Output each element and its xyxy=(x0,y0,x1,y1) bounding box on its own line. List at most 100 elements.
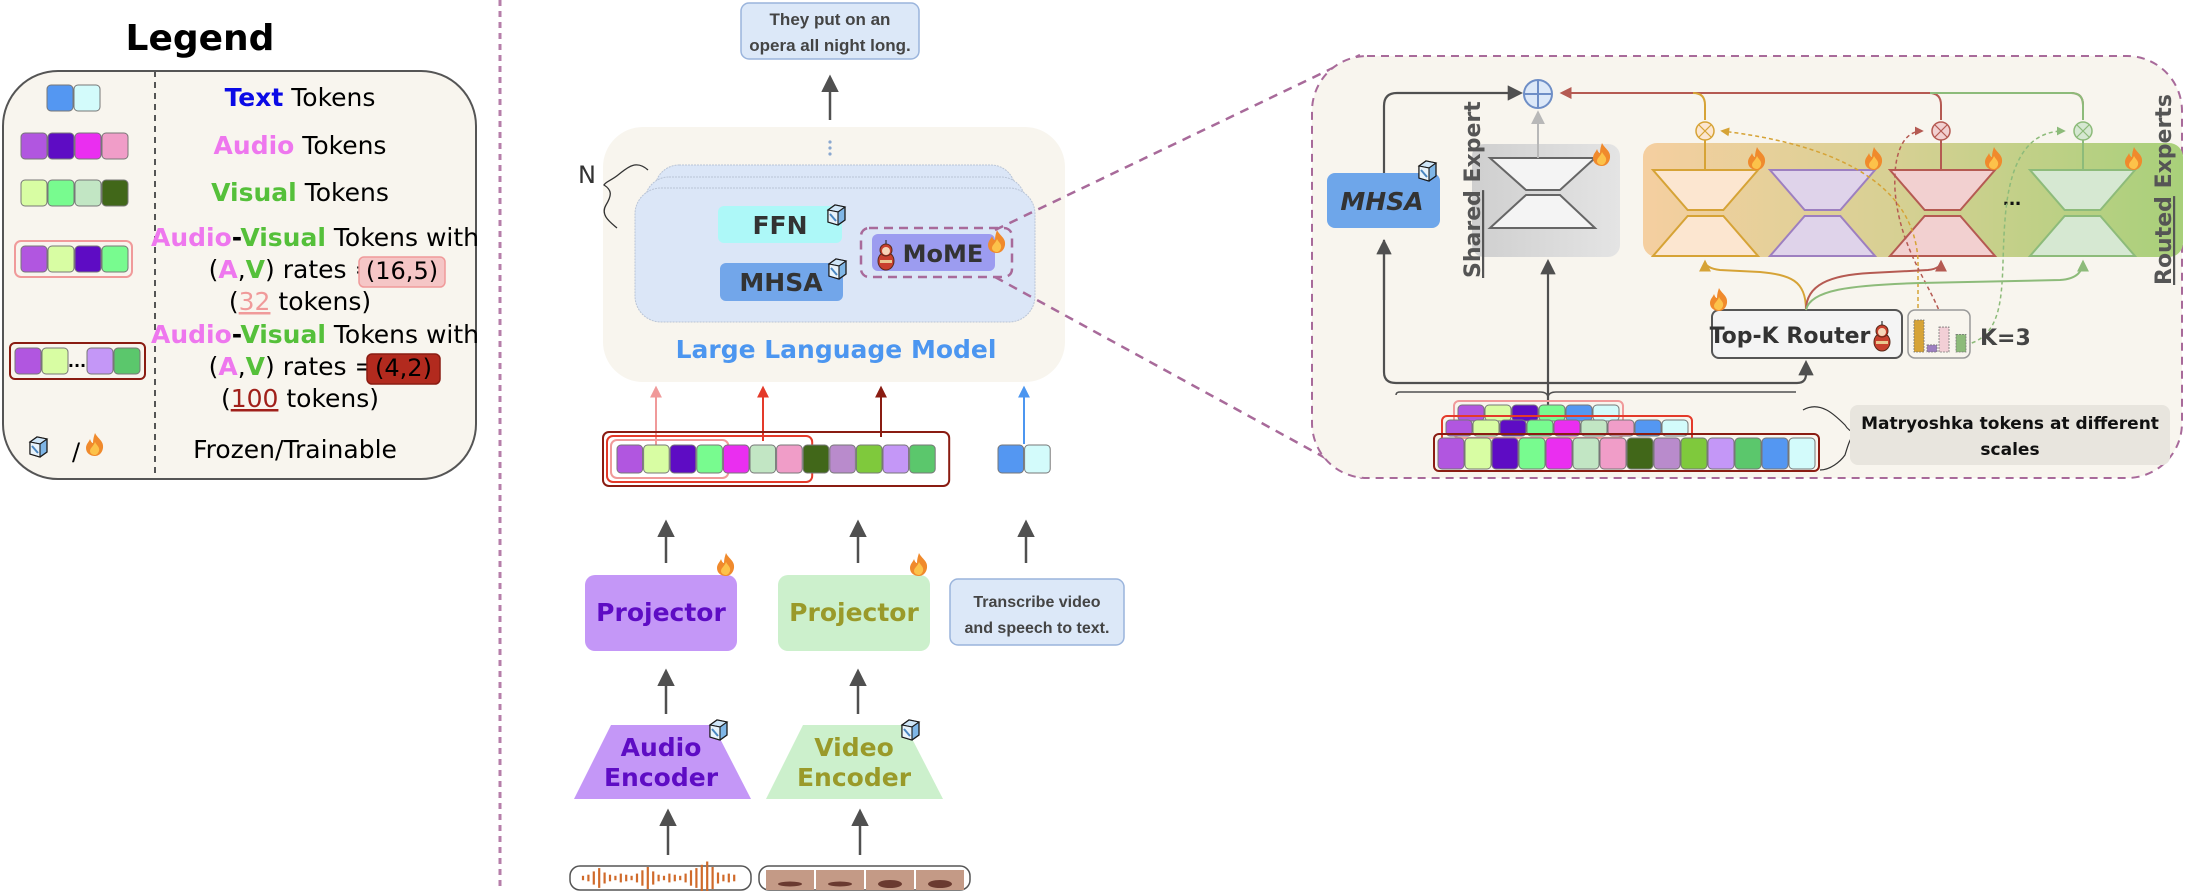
video-encoder-frozen-icon xyxy=(901,719,920,741)
arrow-mhsa-to-sum xyxy=(1382,85,1524,173)
av-token xyxy=(776,444,803,474)
mome-label: MoME xyxy=(903,240,984,268)
token-sequence xyxy=(616,444,936,474)
routed-expert xyxy=(1767,169,1878,257)
text-token xyxy=(1024,444,1051,474)
prompt-text-line-2: and speech to text. xyxy=(965,620,1110,637)
legend-swatch xyxy=(47,245,75,273)
matryoshka-token-stack xyxy=(1395,391,1820,472)
stack-token xyxy=(1653,437,1681,470)
stack-token xyxy=(1734,437,1762,470)
text-token-sequence xyxy=(997,444,1051,474)
routed-expert xyxy=(1650,169,1761,257)
zoom-line-top xyxy=(994,53,1361,232)
expert4-output-line xyxy=(1930,92,2084,120)
legend-av-line-1: Audio-Visual Tokens with xyxy=(151,320,479,349)
stack-token xyxy=(1491,437,1519,470)
stack-token xyxy=(1526,419,1554,437)
video-projector-trainable-icon xyxy=(910,553,928,576)
legend-rate-value: (4,2) xyxy=(375,354,432,382)
legend-frozen-trainable-label: Frozen/Trainable xyxy=(193,435,397,464)
lip-mouth xyxy=(778,881,802,887)
zoom-line-bottom xyxy=(994,275,1363,480)
legend-swatch xyxy=(74,179,102,207)
legend-swatch xyxy=(41,347,69,375)
legend-swatch xyxy=(20,132,48,160)
detail-mhsa-frozen-icon xyxy=(1418,160,1437,182)
stack-token xyxy=(1661,419,1689,437)
lip-mouth xyxy=(928,880,952,888)
gate-line-expert3 xyxy=(1894,126,1946,337)
av-token xyxy=(909,444,936,474)
caption-box xyxy=(1850,405,2170,465)
audio-projector xyxy=(585,575,737,651)
stack-token xyxy=(1553,419,1581,437)
stack-token xyxy=(1518,437,1546,470)
stack-token xyxy=(1626,437,1654,470)
legend-swatch xyxy=(20,179,48,207)
audio-encoder-label-1: Audio xyxy=(621,733,702,762)
output-text-line-2: opera all night long. xyxy=(749,36,911,55)
stack-token xyxy=(1499,419,1527,437)
legend-row-label: Visual Tokens xyxy=(211,178,389,207)
routed-expert xyxy=(2027,169,2138,257)
legend-swatch xyxy=(20,245,48,273)
stack-token xyxy=(1437,437,1465,470)
mhsa-frozen-icon xyxy=(828,258,847,280)
av-token xyxy=(616,444,644,474)
ffn-block xyxy=(718,206,842,243)
legend-swatch xyxy=(14,347,42,375)
legend-swatches: .../ xyxy=(9,84,146,466)
av-token xyxy=(749,444,777,474)
stack-brace xyxy=(1395,391,1796,399)
route-to-expert3 xyxy=(1805,259,1947,311)
detail-mhsa-block xyxy=(1327,173,1440,228)
ffn-label: FFN xyxy=(752,211,807,240)
stack-token xyxy=(1511,404,1539,422)
av-token xyxy=(855,444,883,474)
k-label: K=3 xyxy=(1980,326,2031,351)
stack-token xyxy=(1457,404,1485,422)
audio-encoder-label-2: Encoder xyxy=(604,763,719,792)
stack-token xyxy=(1565,404,1593,422)
route-to-expert1 xyxy=(1699,259,1807,311)
stack-frame xyxy=(1433,433,1820,472)
output-text-box xyxy=(740,2,920,60)
router-score-bar xyxy=(1938,326,1950,353)
mhsa-block xyxy=(720,263,843,301)
stack-token xyxy=(1464,437,1492,470)
audio-projector-label: Projector xyxy=(596,598,726,627)
legend-frame-small xyxy=(14,240,133,278)
gating-multiply-nodes xyxy=(1695,121,2093,170)
stack-token xyxy=(1445,419,1473,437)
ffn-frozen-icon xyxy=(827,204,846,226)
av-token xyxy=(882,444,910,474)
audio-encoder xyxy=(574,725,751,799)
router-score-bar xyxy=(1913,319,1925,353)
legend-rate-badge xyxy=(366,353,441,385)
audio-encoder-frozen-icon xyxy=(709,719,728,741)
legend-frozen-icon xyxy=(29,436,48,458)
routed-expert xyxy=(1887,169,1998,257)
legend-ellipsis: ... xyxy=(68,352,86,371)
stack-token xyxy=(1572,437,1600,470)
stack-token xyxy=(1599,437,1627,470)
router-score-bar xyxy=(1955,333,1967,353)
legend-swatch xyxy=(47,179,75,207)
video-projector xyxy=(778,575,930,651)
stack-token xyxy=(1580,419,1608,437)
legend-rate-badge xyxy=(358,256,446,288)
stack-token xyxy=(1761,437,1789,470)
llm-label: Large Language Model xyxy=(676,335,997,364)
legend-swatch xyxy=(101,132,129,160)
router-label: Top-K Router xyxy=(1710,324,1871,349)
shared-expert-label: Shared Expert xyxy=(1461,101,1486,278)
mome-highlight-frame xyxy=(859,226,1014,279)
legend-swatch xyxy=(101,179,129,207)
av-token xyxy=(643,444,670,474)
stack-token xyxy=(1592,404,1620,422)
av-token xyxy=(829,444,856,474)
pipeline: They put on an opera all night long. N F… xyxy=(569,2,1363,891)
